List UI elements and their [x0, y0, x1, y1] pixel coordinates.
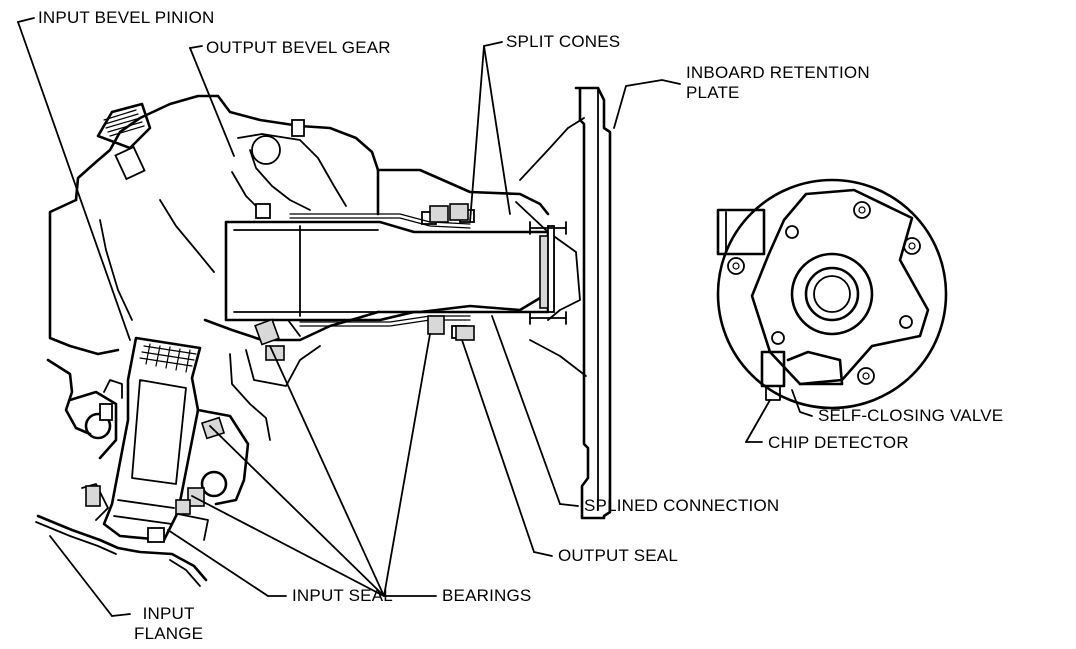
- breather-cap: [96, 102, 152, 181]
- label-output-seal: OUTPUT SEAL: [558, 546, 678, 565]
- shaft-bearings: [254, 203, 475, 361]
- label-output-bevel-gear: OUTPUT BEVEL GEAR: [206, 38, 391, 57]
- label-bearings: BEARINGS: [442, 586, 532, 605]
- input-flange: [35, 514, 208, 587]
- label-inboard-retention-plate: INBOARD RETENTION PLATE: [686, 63, 870, 103]
- label-inboard-retention-line2: PLATE: [686, 83, 740, 102]
- label-self-closing-valve: SELF-CLOSING VALVE: [818, 406, 1004, 425]
- end-view: [716, 178, 948, 410]
- output-shaft: [224, 213, 567, 327]
- label-split-cones: SPLIT CONES: [506, 32, 621, 51]
- gearbox-housing: [46, 94, 587, 441]
- label-input-flange: INPUT FLANGE: [134, 604, 203, 644]
- label-input-bevel-pinion: INPUT BEVEL PINION: [38, 8, 215, 27]
- label-input-flange-line2: FLANGE: [134, 624, 204, 643]
- label-input-seal: INPUT SEAL: [292, 586, 393, 605]
- label-chip-detector: CHIP DETECTOR: [768, 433, 909, 452]
- housing-bolts: [255, 119, 475, 339]
- label-input-flange-line1: INPUT: [142, 604, 195, 623]
- label-inboard-retention-line1: INBOARD RETENTION: [686, 63, 870, 82]
- inboard-retention-plate: [574, 86, 612, 520]
- leader-lines: [17, 17, 813, 617]
- label-splined-connection: SPLINED CONNECTION: [584, 496, 780, 515]
